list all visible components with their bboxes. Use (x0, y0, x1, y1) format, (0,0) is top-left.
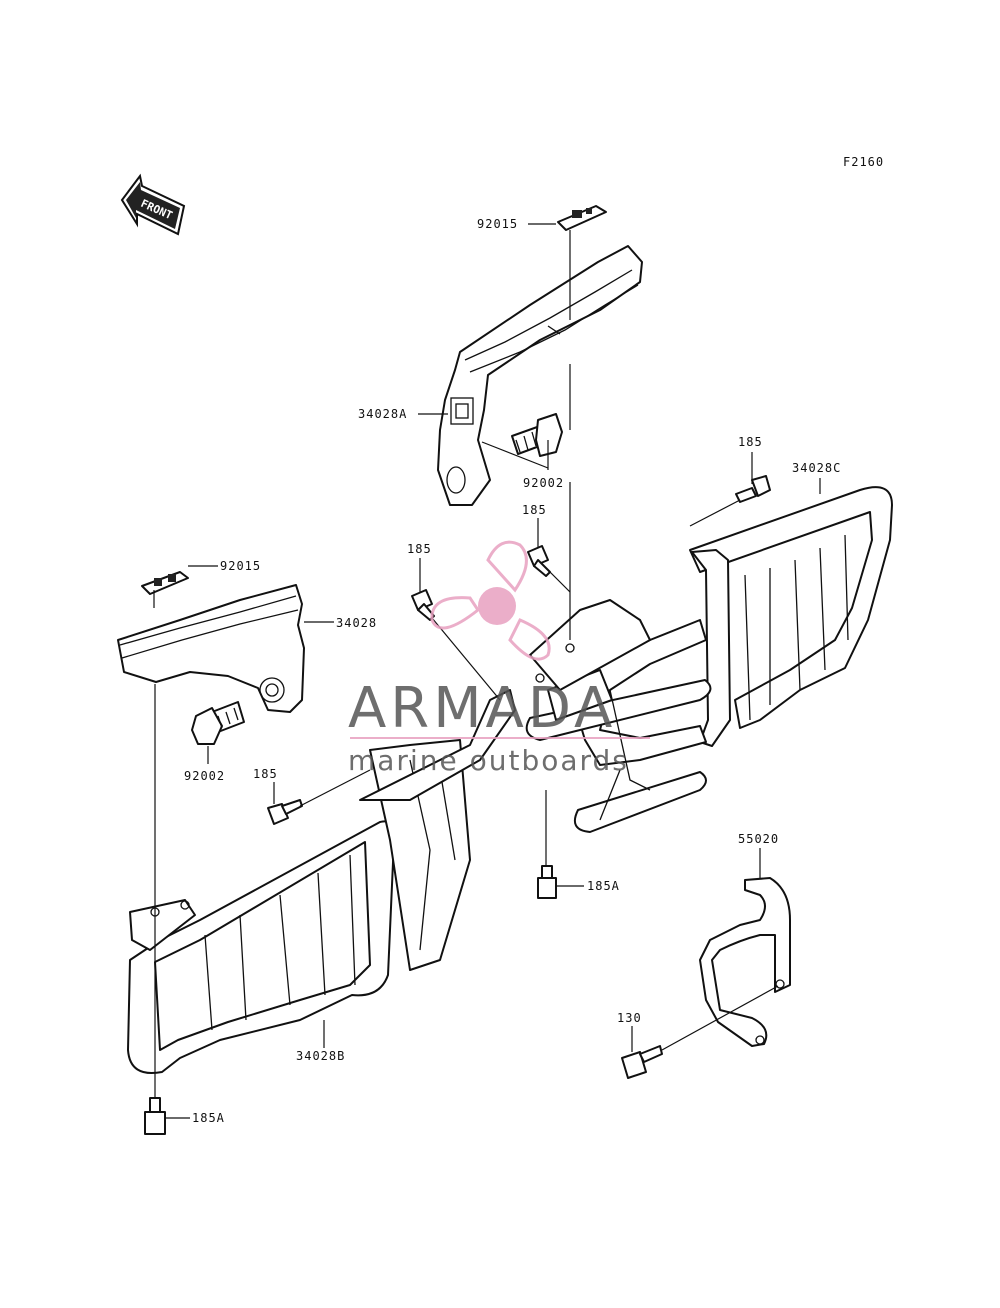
callout-92015-left: 92015 (220, 559, 261, 573)
callout-185-a: 185 (738, 435, 763, 449)
leader-lines (153, 223, 821, 1119)
bolt-92002-left (191, 701, 245, 745)
footpeg-34028A (437, 245, 643, 506)
callout-185-b: 185 (522, 503, 547, 517)
guard-34028C (525, 486, 893, 833)
bolt-185A-bottom (144, 1097, 166, 1135)
bolt-185A-mid (537, 865, 557, 899)
front-arrow-icon: FRONT (120, 173, 186, 236)
bolt-185-left-low (267, 799, 303, 825)
bolt-185-mid (527, 545, 551, 577)
bolt-185-left-mid (411, 589, 435, 621)
callout-92002-top: 92002 (523, 476, 564, 490)
callout-185A-mid: 185A (587, 879, 620, 893)
watermark-brand: ARMADA (348, 676, 616, 741)
bracket-55020 (699, 877, 791, 1047)
bolt-185-top-right (735, 475, 771, 503)
figure-id: F2160 (843, 155, 884, 169)
callout-labels: 92015 34028A 92002 185 34028C 185 185 92… (184, 217, 841, 1125)
footpeg-34028 (117, 584, 305, 713)
watermark-tagline: marine outboards (348, 744, 629, 777)
callout-34028C: 34028C (792, 461, 841, 475)
bolt-92002-top (511, 413, 563, 457)
watermark: ARMADA marine outboards (348, 540, 650, 777)
propeller-logo-icon (430, 540, 551, 661)
callout-185-c: 185 (407, 542, 432, 556)
callout-34028: 34028 (336, 616, 377, 630)
callout-55020: 55020 (738, 832, 779, 846)
pad-92015-top (557, 205, 607, 231)
callout-92002-left: 92002 (184, 769, 225, 783)
callout-34028A: 34028A (358, 407, 407, 421)
bolt-130 (621, 1045, 663, 1079)
guard-34028B (127, 689, 516, 1074)
callout-130: 130 (617, 1011, 642, 1025)
callout-185A-bottom: 185A (192, 1111, 225, 1125)
callout-34028B: 34028B (296, 1049, 345, 1063)
callout-185-d: 185 (253, 767, 278, 781)
pad-92015-left (141, 571, 189, 595)
callout-92015-top: 92015 (477, 217, 518, 231)
